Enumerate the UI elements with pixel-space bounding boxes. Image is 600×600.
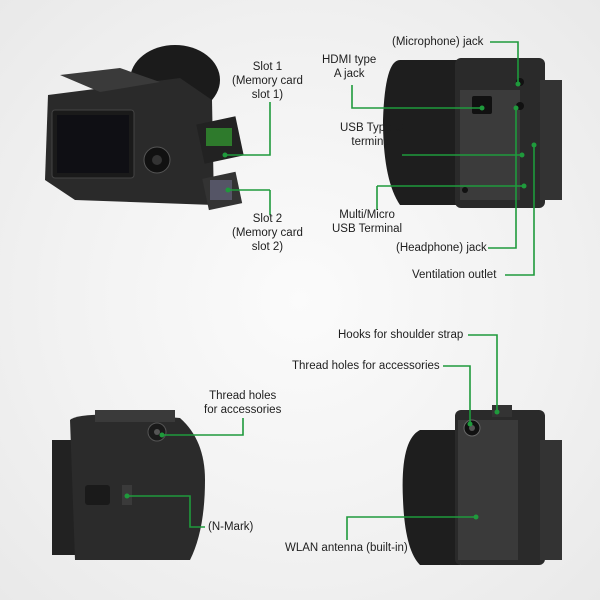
- leader-lines: [127, 41, 535, 540]
- label-thread-holes-right: Thread holes for accessories: [292, 360, 440, 372]
- label-thread-holes-left: Thread holes for accessories: [204, 390, 282, 416]
- camera-side-view-top: [383, 58, 562, 208]
- camera-grip-view: [52, 410, 205, 560]
- label-multi-usb: Multi/Micro USB Terminal: [332, 209, 403, 235]
- label-hdmi-jack: HDMI type A jack: [322, 54, 377, 80]
- label-n-mark: (N-Mark): [208, 521, 254, 533]
- label-ventilation-outlet: Ventilation outlet: [412, 269, 497, 281]
- label-slot-2: Slot 2 (Memory card slot 2): [232, 213, 303, 253]
- label-usb-c: USB Type-C terminal: [340, 122, 404, 148]
- camera-side-view-bottom: [402, 405, 562, 565]
- label-wlan-antenna: WLAN antenna (built-in): [285, 542, 408, 554]
- camera-rear-view: [45, 45, 244, 211]
- label-shoulder-strap-hooks: Hooks for shoulder strap: [338, 329, 464, 341]
- label-headphone-jack: (Headphone) jack: [396, 242, 487, 254]
- label-microphone-jack: (Microphone) jack: [392, 36, 484, 48]
- label-slot-1: Slot 1 (Memory card slot 1): [232, 61, 303, 101]
